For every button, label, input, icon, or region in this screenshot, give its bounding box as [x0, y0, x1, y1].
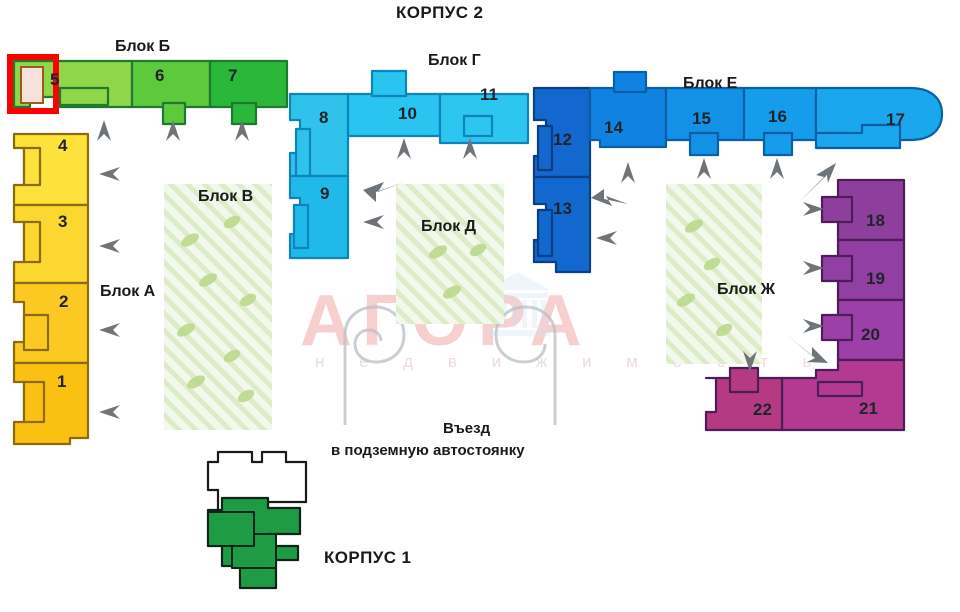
blok-g-buildings — [288, 69, 592, 274]
selected-unit-highlight[interactable] — [7, 54, 59, 114]
entrance-arrow-blok-e-14b — [591, 189, 628, 206]
entrance-arrow-blok-a-3 — [99, 239, 146, 253]
unit-number-11[interactable]: 11 — [480, 85, 498, 104]
building-unit-18-entry — [820, 195, 854, 224]
building-unit-4-entry — [22, 146, 42, 187]
entrance-arrow-blok-zh-19 — [778, 261, 824, 275]
entrance-arrow-blok-e-16 — [770, 158, 784, 206]
building-unit-15-entry — [688, 131, 720, 157]
korpus-1-wing-b — [207, 511, 255, 547]
landscape-zone-blok-v — [164, 184, 272, 430]
entrance-arrow-blok-zh-21 — [786, 334, 828, 363]
korpus-2-title: КОРПУС 2 — [396, 3, 484, 22]
unit-number-4[interactable]: 4 — [58, 136, 68, 155]
entrance-arrow-blok-zh-20 — [778, 319, 824, 333]
unit-number-6[interactable]: 6 — [155, 66, 165, 85]
entrance-arrow-blok-g-10a — [397, 138, 411, 186]
building-unit-7-entry — [230, 101, 258, 126]
korpus-1-title: КОРПУС 1 — [324, 548, 412, 567]
entrance-arrow-blok-b-2 — [166, 120, 180, 168]
blok-a-buildings — [12, 132, 90, 446]
building-unit-3-entry — [22, 220, 42, 264]
blok-b-label: Блок Б — [115, 38, 171, 55]
entrance-arrow-blok-e-15 — [697, 158, 711, 206]
unit-number-10[interactable]: 10 — [398, 104, 417, 123]
blok-b-buildings — [12, 59, 289, 126]
building-unit-17-entry — [814, 123, 902, 150]
unit-number-7[interactable]: 7 — [228, 66, 238, 85]
unit-number-8[interactable]: 8 — [319, 108, 329, 127]
building-unit-9-entry — [292, 203, 310, 250]
building-unit-14-bay — [612, 70, 648, 94]
blok-d-label: Блок Д — [421, 218, 477, 235]
entrance-arrows — [97, 120, 836, 419]
building-unit-13-entry — [536, 208, 554, 258]
unit-number-21[interactable]: 21 — [859, 399, 878, 418]
blok-e-label: Блок Е — [683, 75, 738, 92]
entrance-arrow-blok-a-4 — [99, 167, 146, 181]
unit-number-2[interactable]: 2 — [59, 292, 69, 311]
unit-number-13[interactable]: 13 — [553, 199, 572, 218]
entrance-arrow-blok-b-1 — [97, 120, 111, 168]
unit-number-22[interactable]: 22 — [753, 400, 772, 419]
entrance-arrow-blok-d — [363, 215, 408, 229]
building-unit-22 — [704, 376, 784, 432]
landscape-zone-blok-d — [396, 184, 504, 324]
blok-v-label: Блок В — [198, 188, 254, 205]
entrance-arrow-blok-b-3 — [235, 120, 249, 168]
building-unit-17 — [814, 86, 944, 142]
building-unit-6-entry — [161, 101, 187, 126]
blok-g-label: Блок Г — [428, 52, 481, 69]
entrance-arrow-blok-zh-22 — [743, 330, 757, 372]
unit-number-20[interactable]: 20 — [861, 325, 880, 344]
building-unit-2-entry — [22, 313, 50, 352]
unit-number-9[interactable]: 9 — [320, 184, 330, 203]
korpus-1-building — [206, 450, 308, 590]
landscape-zone-blok-zh — [666, 184, 762, 364]
unit-number-12[interactable]: 12 — [553, 130, 572, 149]
unit-number-14[interactable]: 14 — [604, 118, 623, 137]
unit-number-1[interactable]: 1 — [57, 372, 67, 391]
unit-number-18[interactable]: 18 — [866, 211, 885, 230]
blok-a-label: Блок А — [100, 283, 156, 300]
entrance-arrow-blok-e-17 — [799, 163, 836, 202]
entrance-arrow-blok-g-11 — [463, 138, 477, 190]
building-unit-12-entry — [536, 124, 554, 172]
blok-e-buildings — [588, 70, 944, 157]
building-unit-5-entry — [58, 86, 110, 107]
parking-caption-line1: Въезд — [443, 420, 491, 437]
parking-caption-line2: в подземную автостоянку — [331, 442, 525, 459]
building-unit-11-entry — [462, 114, 494, 138]
building-unit-21-entry — [816, 380, 864, 398]
building-unit-19-entry — [820, 254, 854, 283]
entrance-arrow-blok-a-2 — [99, 323, 146, 337]
building-unit-20-entry — [820, 313, 854, 342]
unit-number-19[interactable]: 19 — [866, 269, 885, 288]
blok-zh-buildings — [704, 178, 906, 432]
entrance-arrow-blok-zh-18 — [778, 202, 824, 216]
entrance-arrow-blok-g-13 — [596, 231, 643, 245]
unit-number-16[interactable]: 16 — [768, 107, 787, 126]
entrance-arrow-blok-e-14a — [621, 162, 635, 210]
building-unit-16-entry — [762, 131, 794, 157]
blok-zh-label: Блок Ж — [717, 281, 776, 298]
building-unit-10-bay — [370, 69, 408, 98]
watermark-outline-shapes — [343, 305, 557, 425]
building-unit-7 — [208, 59, 289, 109]
unit-number-3[interactable]: 3 — [58, 212, 68, 231]
unit-number-15[interactable]: 15 — [692, 109, 711, 128]
building-unit-1-entry — [22, 380, 46, 424]
entrance-arrow-blok-a-1 — [99, 405, 146, 419]
entrance-arrow-blok-g-10b — [363, 182, 404, 202]
unit-number-17[interactable]: 17 — [886, 110, 905, 129]
unit-number-5[interactable]: 5 — [50, 70, 60, 89]
